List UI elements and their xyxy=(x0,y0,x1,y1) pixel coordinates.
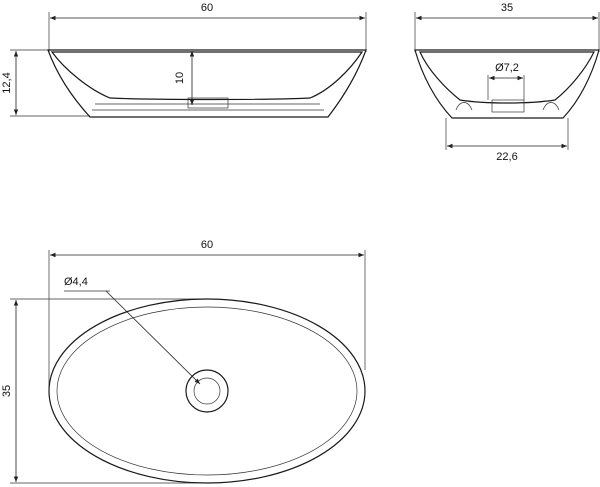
side-base-label: 22,6 xyxy=(496,151,517,163)
drain-outer xyxy=(185,369,229,413)
front-height-label: 12,4 xyxy=(1,72,13,93)
basin-outer-rim xyxy=(48,298,366,484)
front-width-label: 60 xyxy=(201,2,213,14)
side-drain-label: Ø7,2 xyxy=(495,62,519,74)
front-view: 60 12,4 10 xyxy=(1,2,367,118)
drain-leader-line xyxy=(105,290,201,385)
side-basin-section xyxy=(414,49,600,119)
top-view: 60 35 Ø4,4 xyxy=(1,239,366,484)
basin-inner-rim xyxy=(56,306,358,476)
front-basin-section xyxy=(47,49,367,118)
top-drain-label: Ø4,4 xyxy=(64,276,88,288)
side-width-label: 35 xyxy=(501,2,513,14)
top-width-label: 60 xyxy=(201,239,213,251)
side-view: 35 Ø7,2 22,6 xyxy=(414,2,600,163)
top-height-label: 35 xyxy=(1,385,13,397)
drain-inner xyxy=(193,377,221,405)
front-depth-label: 10 xyxy=(174,72,186,84)
